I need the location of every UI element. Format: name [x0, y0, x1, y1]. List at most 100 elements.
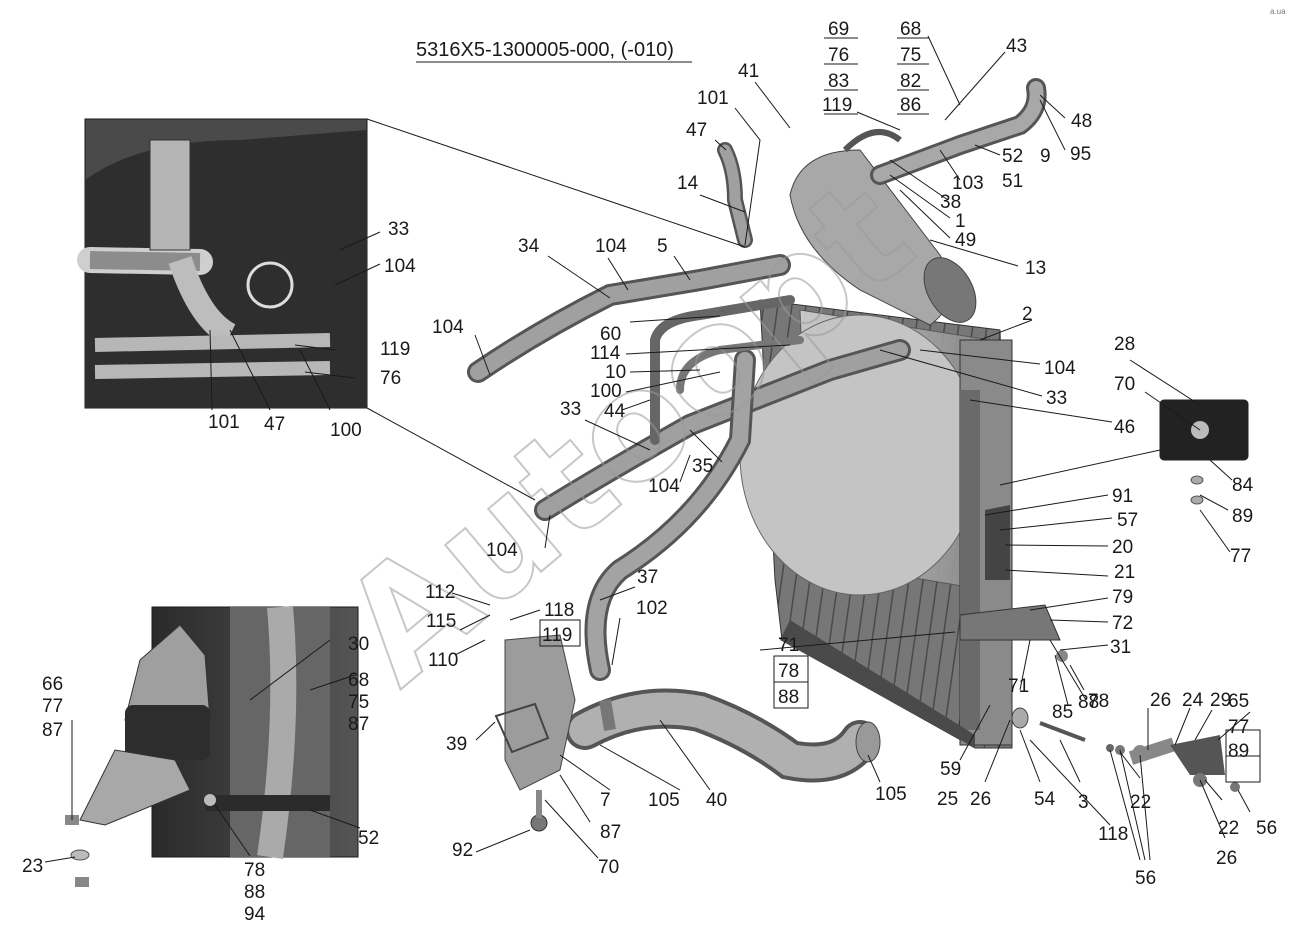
callout: 112: [425, 582, 455, 603]
callout: 94: [244, 904, 266, 925]
callout: 77: [42, 696, 63, 717]
callout: 26: [970, 789, 991, 810]
callout: 48: [1071, 111, 1092, 132]
callout: 54: [1034, 789, 1056, 810]
callout: 7: [600, 790, 611, 811]
callout: 9: [1040, 146, 1051, 167]
callout: 95: [1070, 144, 1091, 165]
callout: 51: [1002, 171, 1023, 192]
radiator-core: [739, 299, 1013, 749]
callout: 52: [1002, 146, 1023, 167]
callout: 66: [42, 674, 63, 695]
callout: 75: [900, 45, 921, 66]
callout: 77: [1230, 546, 1251, 567]
callout: 28: [1114, 334, 1135, 355]
callout: 89: [1228, 741, 1249, 762]
callout: 3: [1078, 792, 1089, 813]
callout: 78: [778, 661, 799, 682]
callout: 47: [264, 414, 285, 435]
hoses: [467, 78, 1047, 681]
callout: 88: [1078, 692, 1099, 713]
callout: 26: [1150, 690, 1171, 711]
callout: 110: [428, 650, 458, 671]
callout: 118: [544, 600, 574, 621]
callout: 49: [955, 230, 976, 251]
callout: 41: [738, 61, 759, 82]
callout: 104: [648, 476, 680, 497]
callout: 100: [330, 420, 362, 441]
callout: 105: [648, 790, 680, 811]
callout: 68: [900, 19, 921, 40]
callout: 104: [1044, 358, 1076, 379]
callout: 26: [1216, 848, 1237, 869]
callout: 39: [446, 734, 467, 755]
callout: 101: [697, 88, 729, 109]
callout: 43: [1006, 36, 1027, 57]
callout: 85: [1052, 702, 1073, 723]
callout: 40: [706, 790, 727, 811]
callout: 87: [600, 822, 621, 843]
inset-detail-bottom-left: [65, 605, 359, 887]
callout: 70: [598, 857, 619, 878]
callout: 104: [384, 256, 416, 277]
callout: 29: [1210, 690, 1231, 711]
outlet-pipe-40: [565, 688, 881, 783]
callout: 103: [952, 173, 984, 194]
callout: 31: [1110, 637, 1131, 658]
callout: 101: [208, 412, 240, 433]
corner-mark: a.ua: [1270, 7, 1286, 16]
callout: 69: [828, 19, 849, 40]
callout: 114: [590, 343, 621, 364]
callout: 119: [542, 625, 572, 646]
callout: 75: [348, 692, 369, 713]
callout: 72: [1112, 613, 1133, 634]
callout: 119: [380, 339, 410, 360]
callout: 100: [590, 381, 622, 402]
callout: 89: [1232, 506, 1253, 527]
callout: 59: [940, 759, 961, 780]
callout: 1: [955, 211, 966, 232]
callout: 87: [348, 714, 369, 735]
callout: 35: [692, 456, 713, 477]
callout: 79: [1112, 587, 1133, 608]
callout: 10: [605, 362, 626, 383]
callout: 87: [42, 720, 63, 741]
callout: 14: [677, 173, 699, 194]
callout: 47: [686, 120, 707, 141]
callout: 88: [778, 687, 799, 708]
leader-lines: [44, 35, 1251, 863]
callout: 38: [940, 192, 961, 213]
callout: 60: [600, 324, 621, 345]
callout: 88: [244, 882, 265, 903]
callout: 20: [1112, 537, 1133, 558]
callout: 46: [1114, 417, 1135, 438]
callout: 78: [244, 860, 265, 881]
callout: 91: [1112, 486, 1133, 507]
callout: 78: [1088, 691, 1109, 712]
callout: 65: [1228, 691, 1249, 712]
callout: 30: [348, 634, 369, 655]
callout: 21: [1114, 562, 1135, 583]
callout: 71: [778, 635, 799, 656]
callout: 25: [937, 789, 958, 810]
callout: 2: [1022, 304, 1033, 325]
callout: 44: [604, 401, 626, 422]
callout: 70: [1114, 374, 1135, 395]
callout: 23: [22, 856, 43, 877]
callout: 33: [1046, 388, 1067, 409]
callout: 92: [452, 840, 473, 861]
callout: 76: [380, 368, 401, 389]
callout: 34: [518, 236, 540, 257]
callout: 76: [828, 45, 849, 66]
callout: 37: [637, 567, 658, 588]
callout: 33: [560, 399, 581, 420]
callout: 22: [1218, 818, 1239, 839]
callout: 57: [1117, 510, 1138, 531]
callout: 84: [1232, 475, 1254, 496]
callout: 119: [822, 95, 852, 116]
thermostat-housing: [494, 634, 576, 832]
callout: 24: [1182, 690, 1204, 711]
callout: 104: [486, 540, 518, 561]
callout: 22: [1130, 792, 1151, 813]
